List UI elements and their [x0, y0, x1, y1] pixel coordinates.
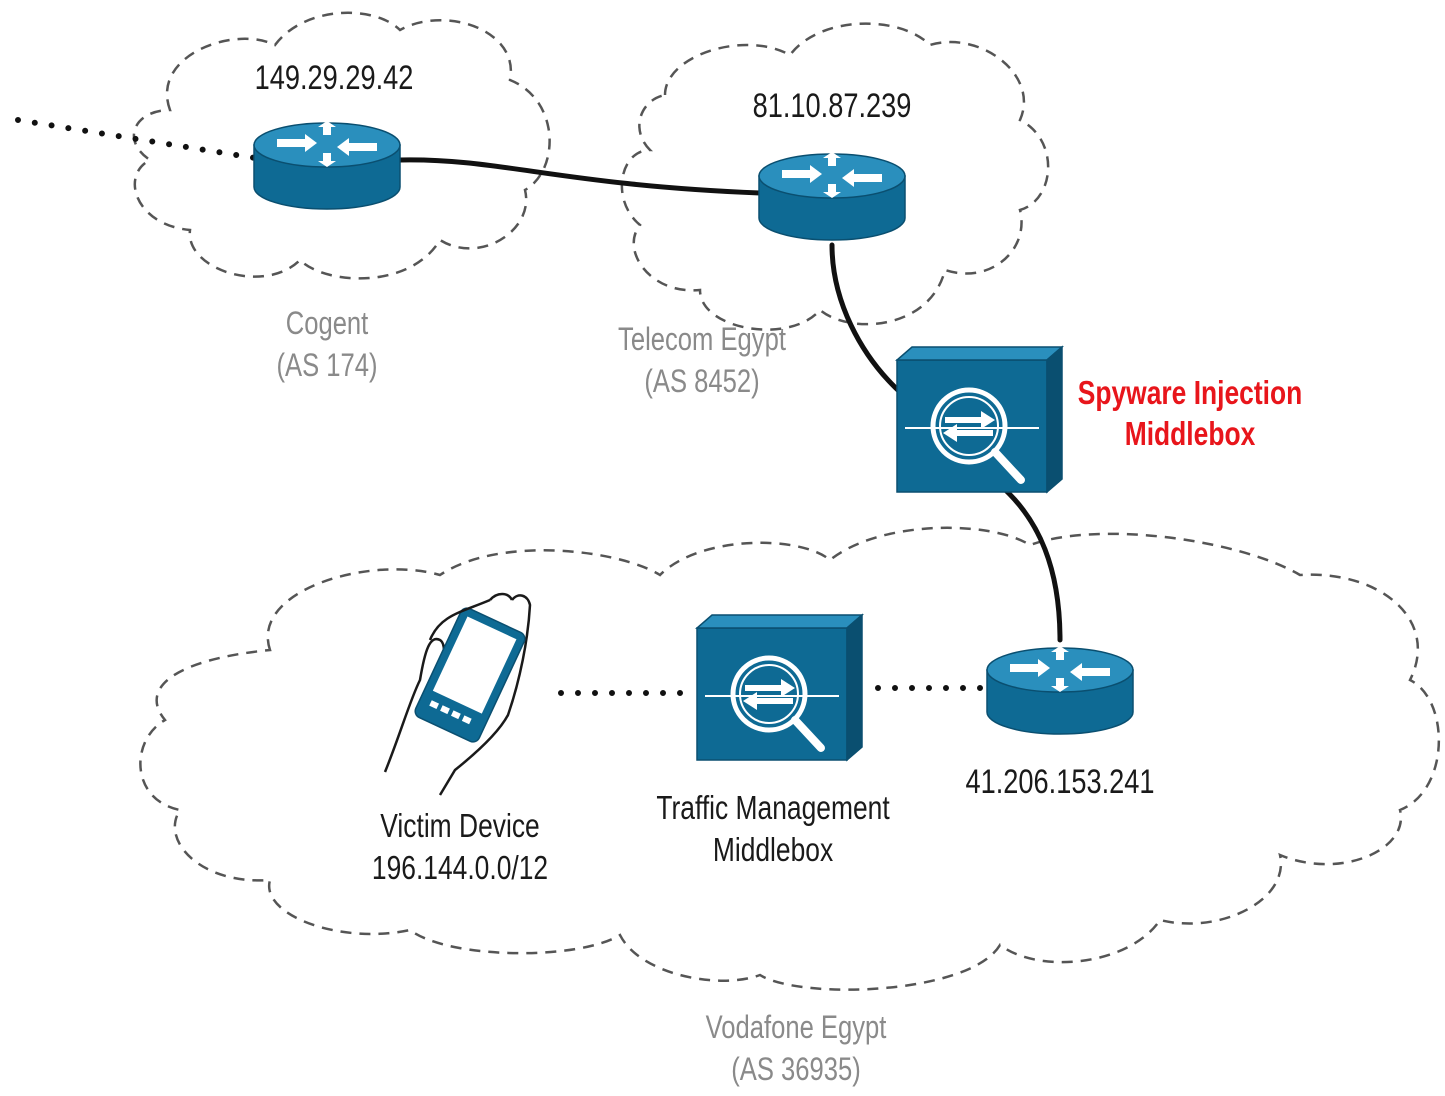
cogent-router-icon	[253, 120, 401, 210]
link-telecom-spyware	[829, 242, 903, 395]
telecom-router-ip: 81.10.87.239	[752, 87, 912, 125]
spyware-label-line2: Middlebox	[1124, 415, 1256, 452]
cogent-network-name: Cogent	[285, 305, 369, 341]
traffic-middlebox-icon	[697, 615, 862, 760]
cogent-as-number: (AS 174)	[276, 347, 378, 383]
telecom-as-number: (AS 8452)	[644, 363, 760, 399]
vodafone-router-icon	[986, 645, 1134, 735]
traffic-label-line1: Traffic Management	[656, 789, 890, 826]
vodafone-as-number: (AS 36935)	[731, 1051, 861, 1087]
cogent-router-ip: 149.29.29.42	[254, 59, 414, 97]
link-cogent-telecom	[397, 157, 763, 196]
vodafone-cloud	[139, 526, 1440, 991]
link-spyware-vodafone	[997, 482, 1063, 643]
victim-label-line2: 196.144.0.0/12	[371, 849, 549, 886]
hand-phone-icon	[383, 592, 532, 796]
vodafone-router-ip: 41.206.153.241	[965, 763, 1155, 801]
victim-label-line1: Victim Device	[380, 807, 540, 844]
spyware-label-line1: Spyware Injection	[1077, 374, 1303, 411]
telecom-router-icon	[758, 151, 906, 241]
vodafone-network-name: Vodafone Egypt	[705, 1009, 887, 1045]
spyware-middlebox-icon	[897, 347, 1062, 492]
traffic-label-line2: Middlebox	[712, 831, 834, 868]
link-external-cogent	[15, 117, 258, 161]
telecom-network-name: Telecom Egypt	[618, 321, 786, 357]
cogent-cloud	[132, 11, 551, 280]
telecom-cloud	[620, 22, 1050, 331]
